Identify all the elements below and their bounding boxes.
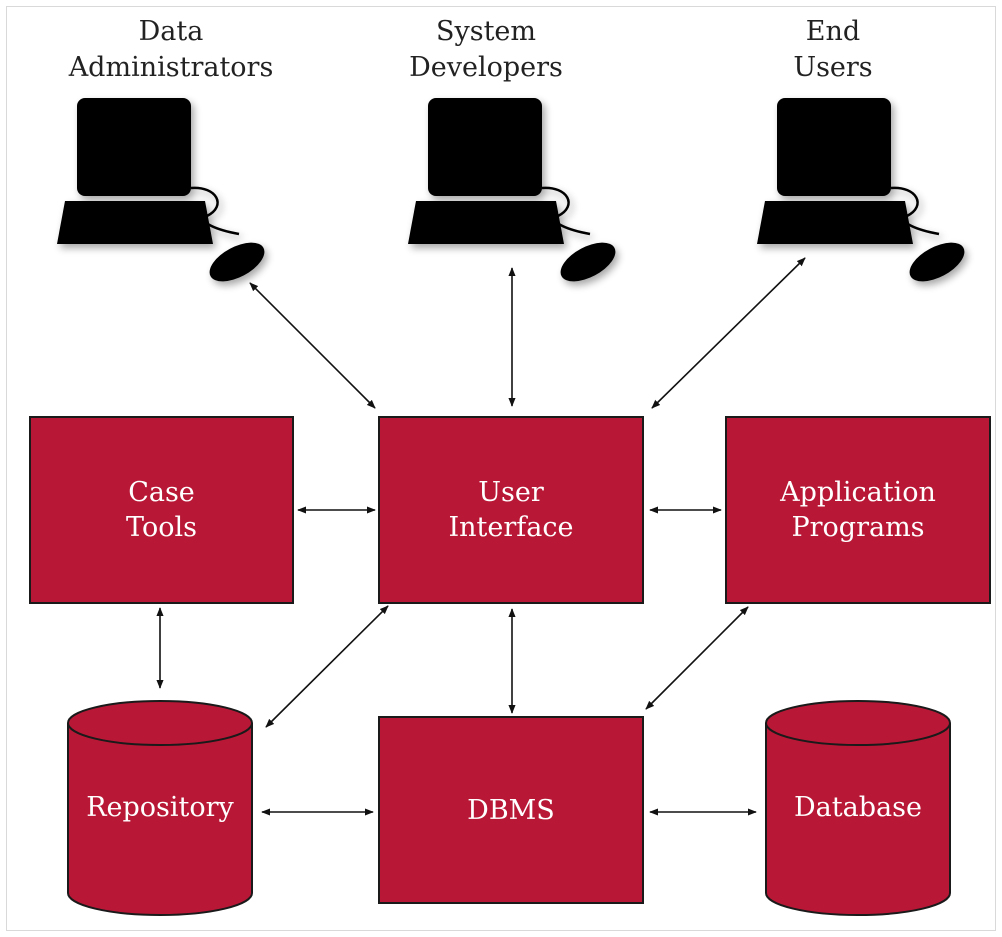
case-tools-box: Case Tools <box>29 416 294 604</box>
box-label-line: User <box>478 477 544 508</box>
diagram-frame <box>6 6 996 931</box>
dbms-box: DBMS <box>378 716 644 904</box>
arrow-admins-ui <box>249 282 376 409</box>
computer-icon <box>408 98 591 244</box>
user-interface-box: User Interface <box>378 416 644 604</box>
arrow-endusers-ui <box>651 257 806 409</box>
mouse-icon <box>209 242 265 282</box>
mouse-icon <box>909 242 965 282</box>
box-label: DBMS <box>467 794 555 826</box>
label-line: System <box>435 16 537 47</box>
box-label-line: Interface <box>448 512 574 543</box>
label-line: Developers <box>409 52 563 83</box>
arrow-repository-ui <box>265 605 389 728</box>
label-line: End <box>805 16 861 47</box>
label-line: Data <box>138 16 204 47</box>
computer-icon <box>757 98 940 244</box>
computer-icon <box>57 98 240 244</box>
application-programs-box: Application Programs <box>725 416 991 604</box>
box-label-line: Application <box>780 477 936 508</box>
database-cylinder <box>765 700 951 916</box>
box-label-line: Tools <box>126 512 197 543</box>
box-label-line: Case <box>128 477 195 508</box>
repository-label: Repository <box>86 792 234 823</box>
system-developers-label: System Developers <box>366 14 606 86</box>
data-administrators-label: Data Administrators <box>51 14 291 86</box>
repository-cylinder <box>67 700 253 916</box>
label-line: Users <box>793 52 873 83</box>
box-label-line: Programs <box>791 512 925 543</box>
label-line: Administrators <box>68 52 274 83</box>
mouse-icon <box>560 242 616 282</box>
database-label: Database <box>794 792 922 823</box>
end-users-label: End Users <box>713 14 953 86</box>
arrow-apps-dbms <box>645 606 749 710</box>
